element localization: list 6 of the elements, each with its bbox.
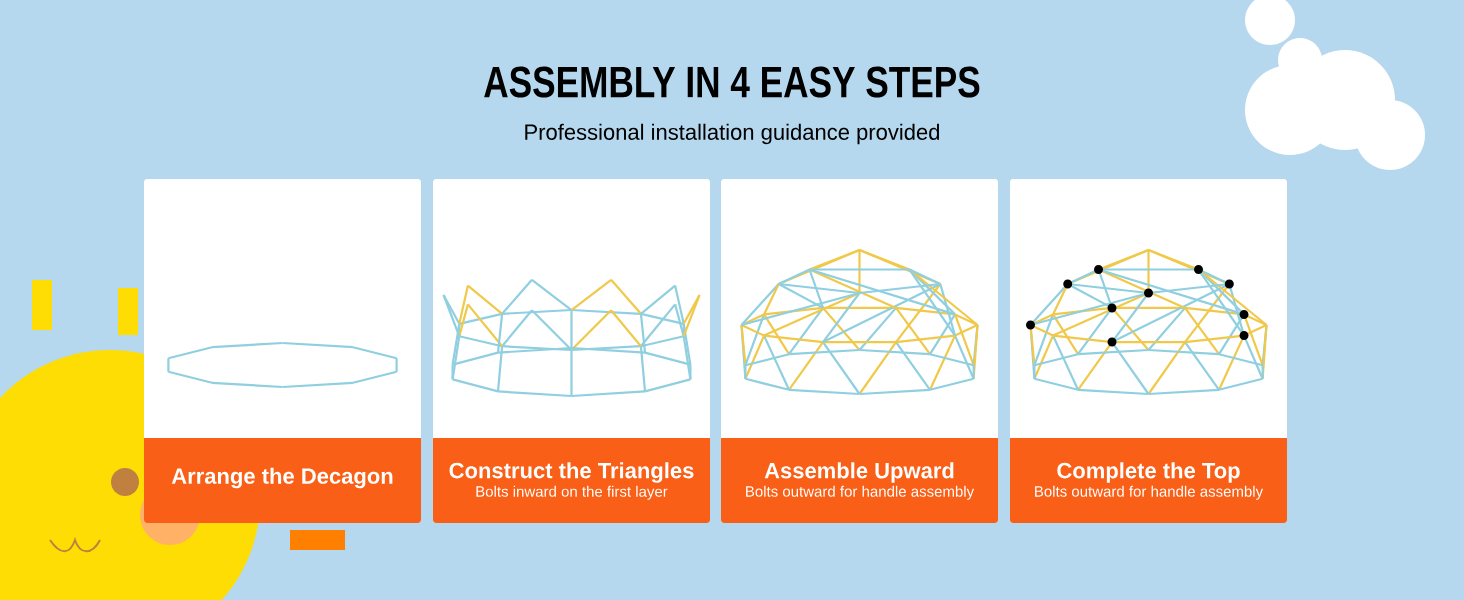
step-card: Construct the Triangles Bolts inward on the first layer [433,179,710,523]
step-card: Arrange the Decagon [144,179,421,523]
step-card: Complete the Top Bolts outward for handle assembly [1010,179,1287,523]
step-card: Assemble Upward Bolts outward for handle assembly [721,179,998,523]
subtitle: Professional installation guidance provided [525,123,939,145]
title: ASSEMBLY IN 4 EASY STEPS [484,66,980,98]
